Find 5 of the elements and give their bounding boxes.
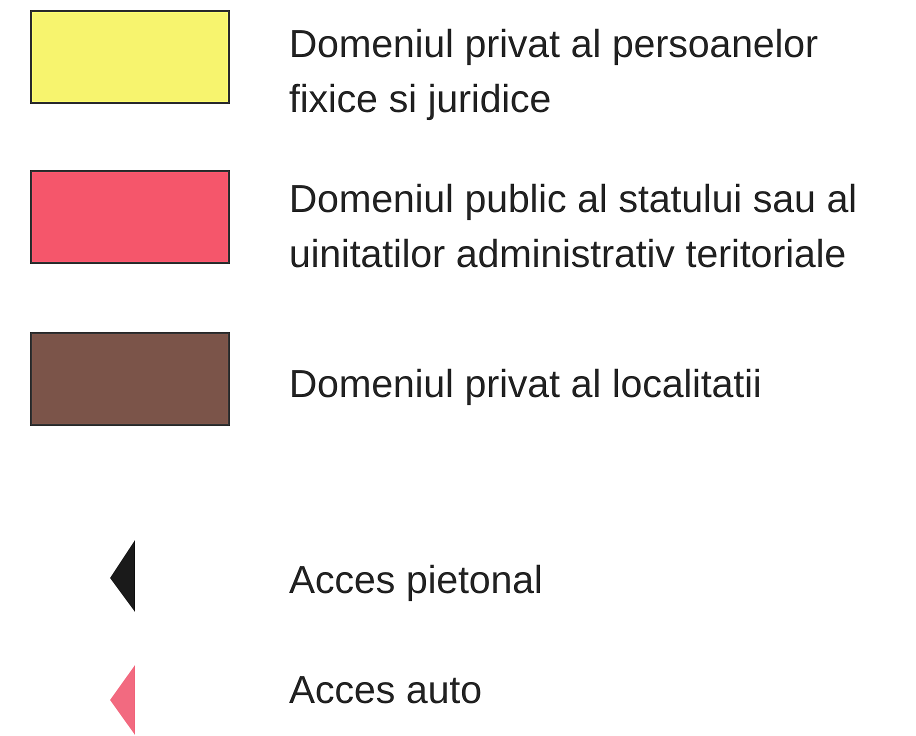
legend-label: Domeniul privat al localitatii bbox=[289, 362, 763, 408]
legend-label: Acces pietonal bbox=[289, 558, 544, 604]
legend-label: Domeniul privat al persoanelor fixice si juridice bbox=[289, 22, 819, 123]
legend-label: Acces auto bbox=[289, 668, 483, 714]
legend-label: Domeniul public al statului sau al uinitatilor administrativ teritoriale bbox=[289, 177, 858, 278]
